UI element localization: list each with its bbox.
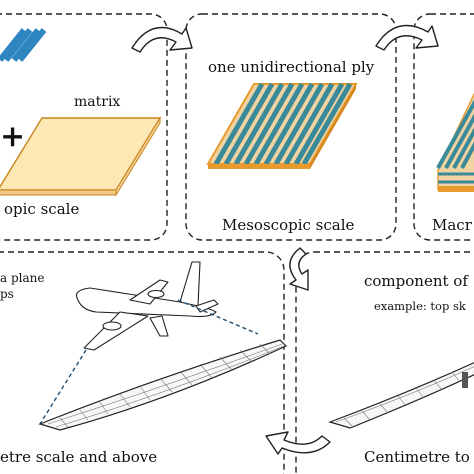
matrix-label: matrix [74, 94, 120, 110]
curved-arrow-icon [131, 26, 193, 53]
curved-arrow-icon [375, 24, 439, 51]
macroscopic-scale-label: Macr [432, 216, 473, 234]
unidirectional-ply [206, 82, 358, 169]
curved-arrow-icon [289, 247, 309, 291]
plus-sign: + [0, 119, 25, 154]
zoom-guide-lines [39, 299, 259, 425]
example-label: example: top sk [374, 299, 467, 313]
mesoscopic-scale-label: Mesoscopic scale [222, 216, 355, 234]
ply-label: one unidirectional ply [208, 58, 375, 76]
laminate-stack [436, 92, 474, 192]
metre-scale-label: etre scale and above [0, 448, 157, 466]
microscopic-scale-label: opic scale [4, 200, 79, 218]
note-line-2: ps [0, 287, 14, 301]
centimetre-scale-label: Centimetre to [364, 448, 470, 466]
airplane-icon [75, 261, 219, 351]
wing-skin-component [328, 362, 474, 429]
panel-mesoscopic-frame [185, 13, 397, 241]
fibre-bundle-icon [0, 28, 47, 62]
curved-arrow-icon [265, 431, 331, 455]
matrix-plate [0, 116, 162, 197]
wing-structure [38, 339, 288, 431]
component-label: component of [364, 272, 469, 290]
panel-centimetre-frame [295, 251, 474, 474]
panel-macroscopic-frame [413, 13, 474, 241]
panel-metre-frame [0, 251, 285, 474]
note-line-1: a plane [0, 271, 44, 285]
